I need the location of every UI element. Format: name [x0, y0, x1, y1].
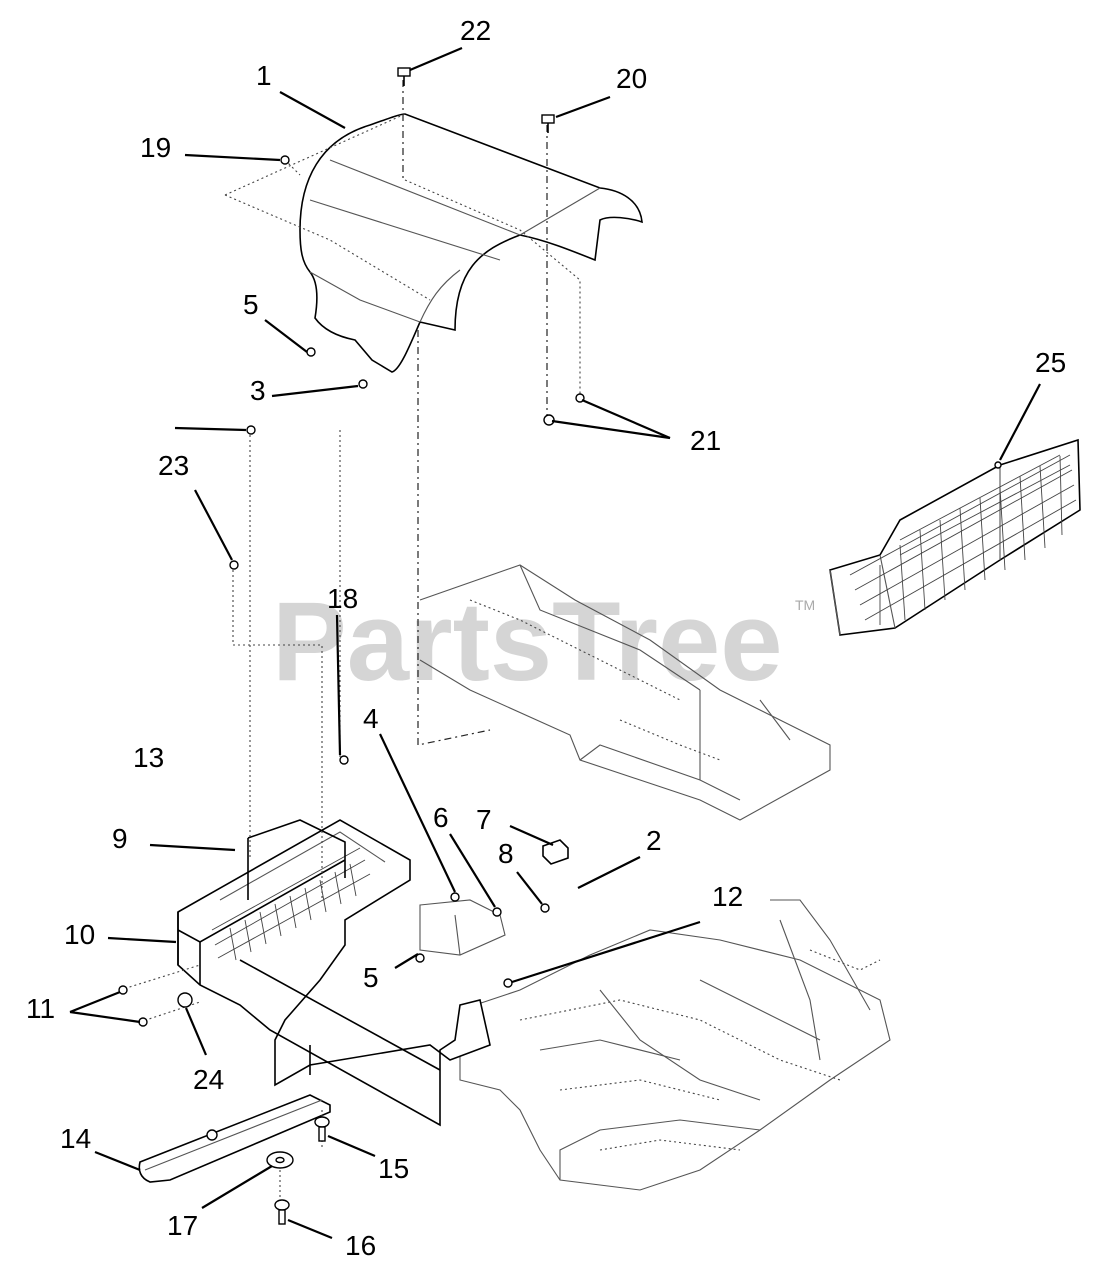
bolt-11a-icon — [118, 985, 128, 995]
bolt-18-icon — [339, 755, 349, 765]
callout-17: 17 — [167, 1210, 198, 1241]
bracket-small — [419, 899, 506, 956]
bolt-3-icon — [358, 379, 368, 389]
callout-14: 14 — [60, 1123, 91, 1154]
callout-24: 24 — [193, 1064, 224, 1095]
callout-19: 19 — [140, 132, 171, 163]
bolt-5-upper-icon — [306, 347, 316, 357]
bolt-15-icon — [314, 1116, 330, 1142]
bolt-5-lower-icon — [415, 953, 425, 963]
bolt-13-icon — [246, 425, 256, 435]
middle-frame — [419, 564, 831, 821]
callout-5-upper: 5 — [243, 289, 259, 320]
bolt-8-icon — [540, 903, 550, 913]
callout-7: 7 — [476, 804, 492, 835]
leader-lines — [69, 46, 1041, 1240]
callout-22: 22 — [460, 15, 491, 46]
callout-4: 4 — [363, 703, 379, 734]
callout-5-lower: 5 — [363, 962, 379, 993]
bolt-12-icon — [503, 978, 513, 988]
callout-13: 13 — [133, 742, 164, 773]
callout-labels: 1 2 3 4 5 5 6 7 8 9 10 11 12 13 14 15 16… — [26, 15, 1066, 1261]
callout-23: 23 — [158, 450, 189, 481]
bolt-6-icon — [492, 907, 502, 917]
nut-24-icon — [177, 992, 193, 1008]
callout-6: 6 — [433, 802, 449, 833]
callout-10: 10 — [64, 919, 95, 950]
callout-20: 20 — [616, 63, 647, 94]
callout-15: 15 — [378, 1153, 409, 1184]
part-1-cover — [224, 113, 643, 395]
screen-fastener-icon — [994, 461, 1002, 469]
watermark: PartsTree TM — [272, 579, 815, 704]
bolt-16-icon — [274, 1199, 290, 1225]
part-14-skid — [138, 1094, 331, 1183]
callout-1: 1 — [256, 60, 272, 91]
bolt-19-icon — [280, 155, 290, 165]
part-10-frame — [177, 819, 491, 1127]
washer-17-icon — [266, 1151, 294, 1169]
callout-11: 11 — [26, 993, 55, 1024]
part-9-grate — [211, 847, 371, 961]
callout-18: 18 — [327, 583, 358, 614]
bolt-4-icon — [450, 892, 460, 902]
callout-9: 9 — [112, 823, 128, 854]
hardware — [118, 67, 1002, 1225]
callout-2: 2 — [646, 825, 662, 856]
watermark-text: PartsTree — [272, 579, 783, 704]
part-25-screen — [829, 438, 1081, 636]
callout-21: 21 — [690, 425, 721, 456]
bolt-11b-icon — [138, 1017, 148, 1027]
watermark-tm: TM — [795, 597, 815, 613]
callout-3: 3 — [250, 375, 266, 406]
bolt-20-icon — [541, 114, 555, 133]
lower-chassis — [459, 899, 891, 1191]
callout-8: 8 — [498, 838, 514, 869]
callout-16: 16 — [345, 1230, 376, 1261]
nut-21b-icon — [543, 414, 555, 426]
part-7-clip — [542, 839, 569, 865]
callout-12: 12 — [712, 881, 743, 912]
bolt-23-icon — [229, 560, 239, 570]
callout-25: 25 — [1035, 347, 1066, 378]
bolt-22-icon — [397, 67, 411, 86]
